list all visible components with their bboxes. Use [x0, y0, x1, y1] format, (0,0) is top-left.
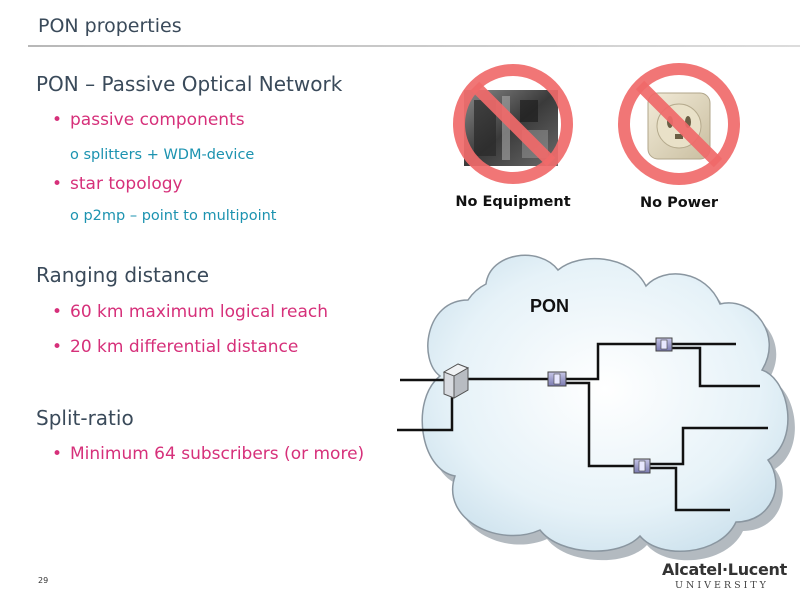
distribution-box-icon [442, 363, 470, 399]
section-heading-pon: PON – Passive Optical Network [36, 72, 343, 96]
splitter-icon-2 [655, 337, 673, 352]
sub-bullet-splitters: o splitters + WDM-device [70, 147, 255, 163]
section-heading-split: Split-ratio [36, 406, 134, 430]
no-power-label: No Power [639, 195, 719, 211]
fiber-network [397, 342, 768, 512]
bullet-differential: •20 km differential distance [52, 337, 299, 357]
page-number: 29 [38, 576, 49, 585]
splitter-icon-1 [547, 371, 567, 387]
bullet-max-reach: •60 km maximum logical reach [52, 302, 329, 322]
pon-cloud-label: PON [530, 296, 570, 316]
logo-sub: UNIVERSITY [675, 580, 769, 591]
bullet-passive-components: •passive components [52, 110, 245, 130]
pon-cloud [421, 254, 795, 561]
slide-title: PON properties [38, 15, 182, 37]
splitter-icon-3 [633, 458, 651, 474]
no-equipment-icon [453, 64, 573, 184]
alcatel-lucent-logo: Alcatel·Lucent UNIVERSITY [662, 560, 787, 591]
logo-brand: Alcatel·Lucent [662, 560, 787, 579]
bullet-star-topology: •star topology [52, 174, 183, 194]
no-equipment-label: No Equipment [455, 194, 571, 210]
title-divider [28, 45, 800, 47]
no-power-icon [618, 63, 740, 185]
bullet-subscribers: •Minimum 64 subscribers (or more) [52, 444, 365, 464]
section-heading-ranging: Ranging distance [36, 263, 210, 287]
sub-bullet-p2mp: o p2mp – point to multipoint [70, 208, 277, 224]
